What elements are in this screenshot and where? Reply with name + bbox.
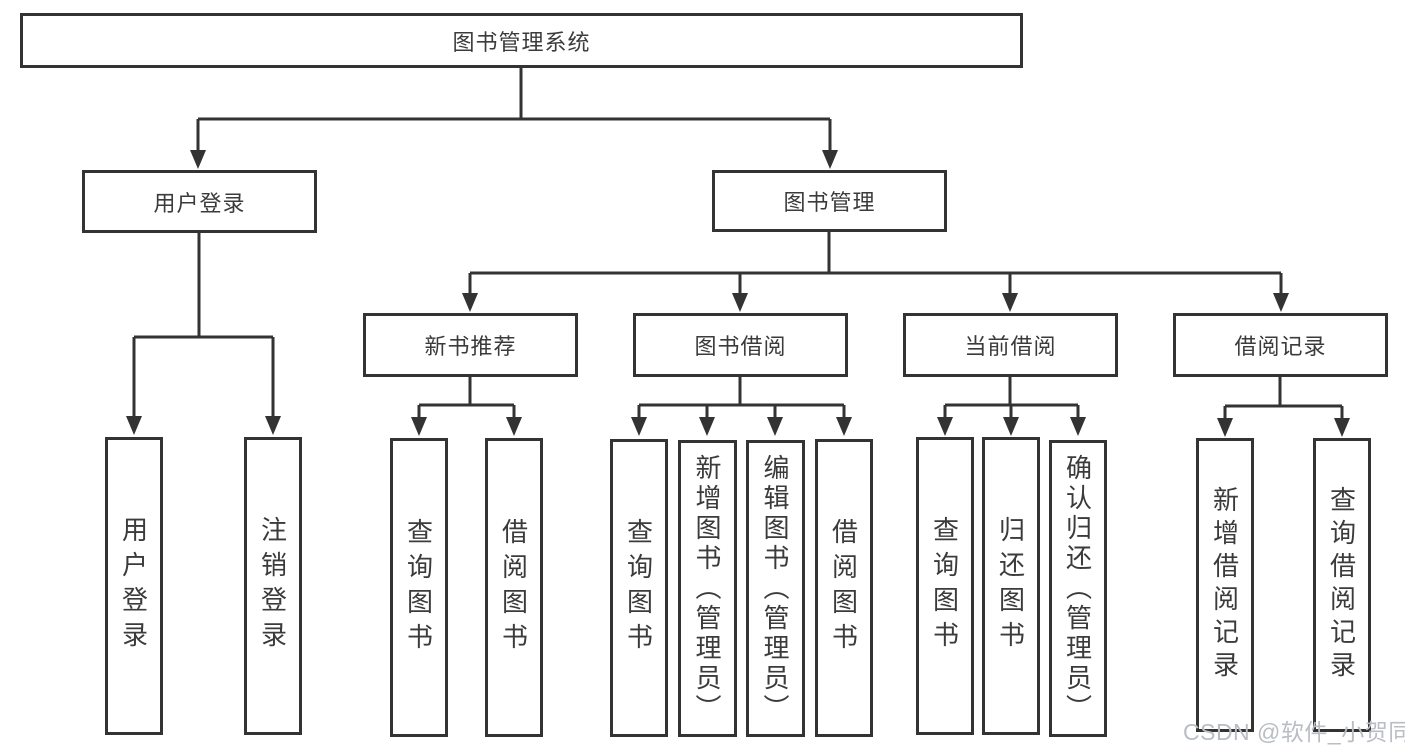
leaf-query-books-current: 查询图书 <box>916 437 974 735</box>
leaf-user-login: 用户登录 <box>105 437 163 735</box>
node-new-book-recommend: 新书推荐 <box>363 313 578 377</box>
node-current-borrow: 当前借阅 <box>903 313 1118 377</box>
leaf-add-books-admin: 新增图书（管理员） <box>678 440 737 737</box>
leaf-add-borrow-record: 新增借阅记录 <box>1196 438 1254 732</box>
node-user-login: 用户登录 <box>82 170 317 233</box>
leaf-query-books-borrow: 查询图书 <box>610 439 668 737</box>
arrowheads <box>126 150 1350 437</box>
leaf-borrow-books-recommend: 借阅图书 <box>485 438 543 737</box>
node-borrow-record: 借阅记录 <box>1173 313 1388 377</box>
csdn-watermark: CSDN @软件_小贺同学 <box>1183 719 1405 745</box>
node-book-borrow: 图书借阅 <box>633 313 848 377</box>
leaf-query-books-recommend: 查询图书 <box>390 438 448 737</box>
leaf-confirm-return-admin: 确认归还（管理员） <box>1049 440 1107 737</box>
node-book-management: 图书管理 <box>712 170 947 232</box>
leaf-borrow-books: 借阅图书 <box>815 439 873 737</box>
node-library-management-system: 图书管理系统 <box>20 13 1023 68</box>
leaf-logout: 注销登录 <box>244 437 302 735</box>
leaf-return-books: 归还图书 <box>982 437 1040 735</box>
leaf-edit-books-admin: 编辑图书（管理员） <box>746 440 805 737</box>
leaf-query-borrow-record: 查询借阅记录 <box>1313 438 1371 732</box>
